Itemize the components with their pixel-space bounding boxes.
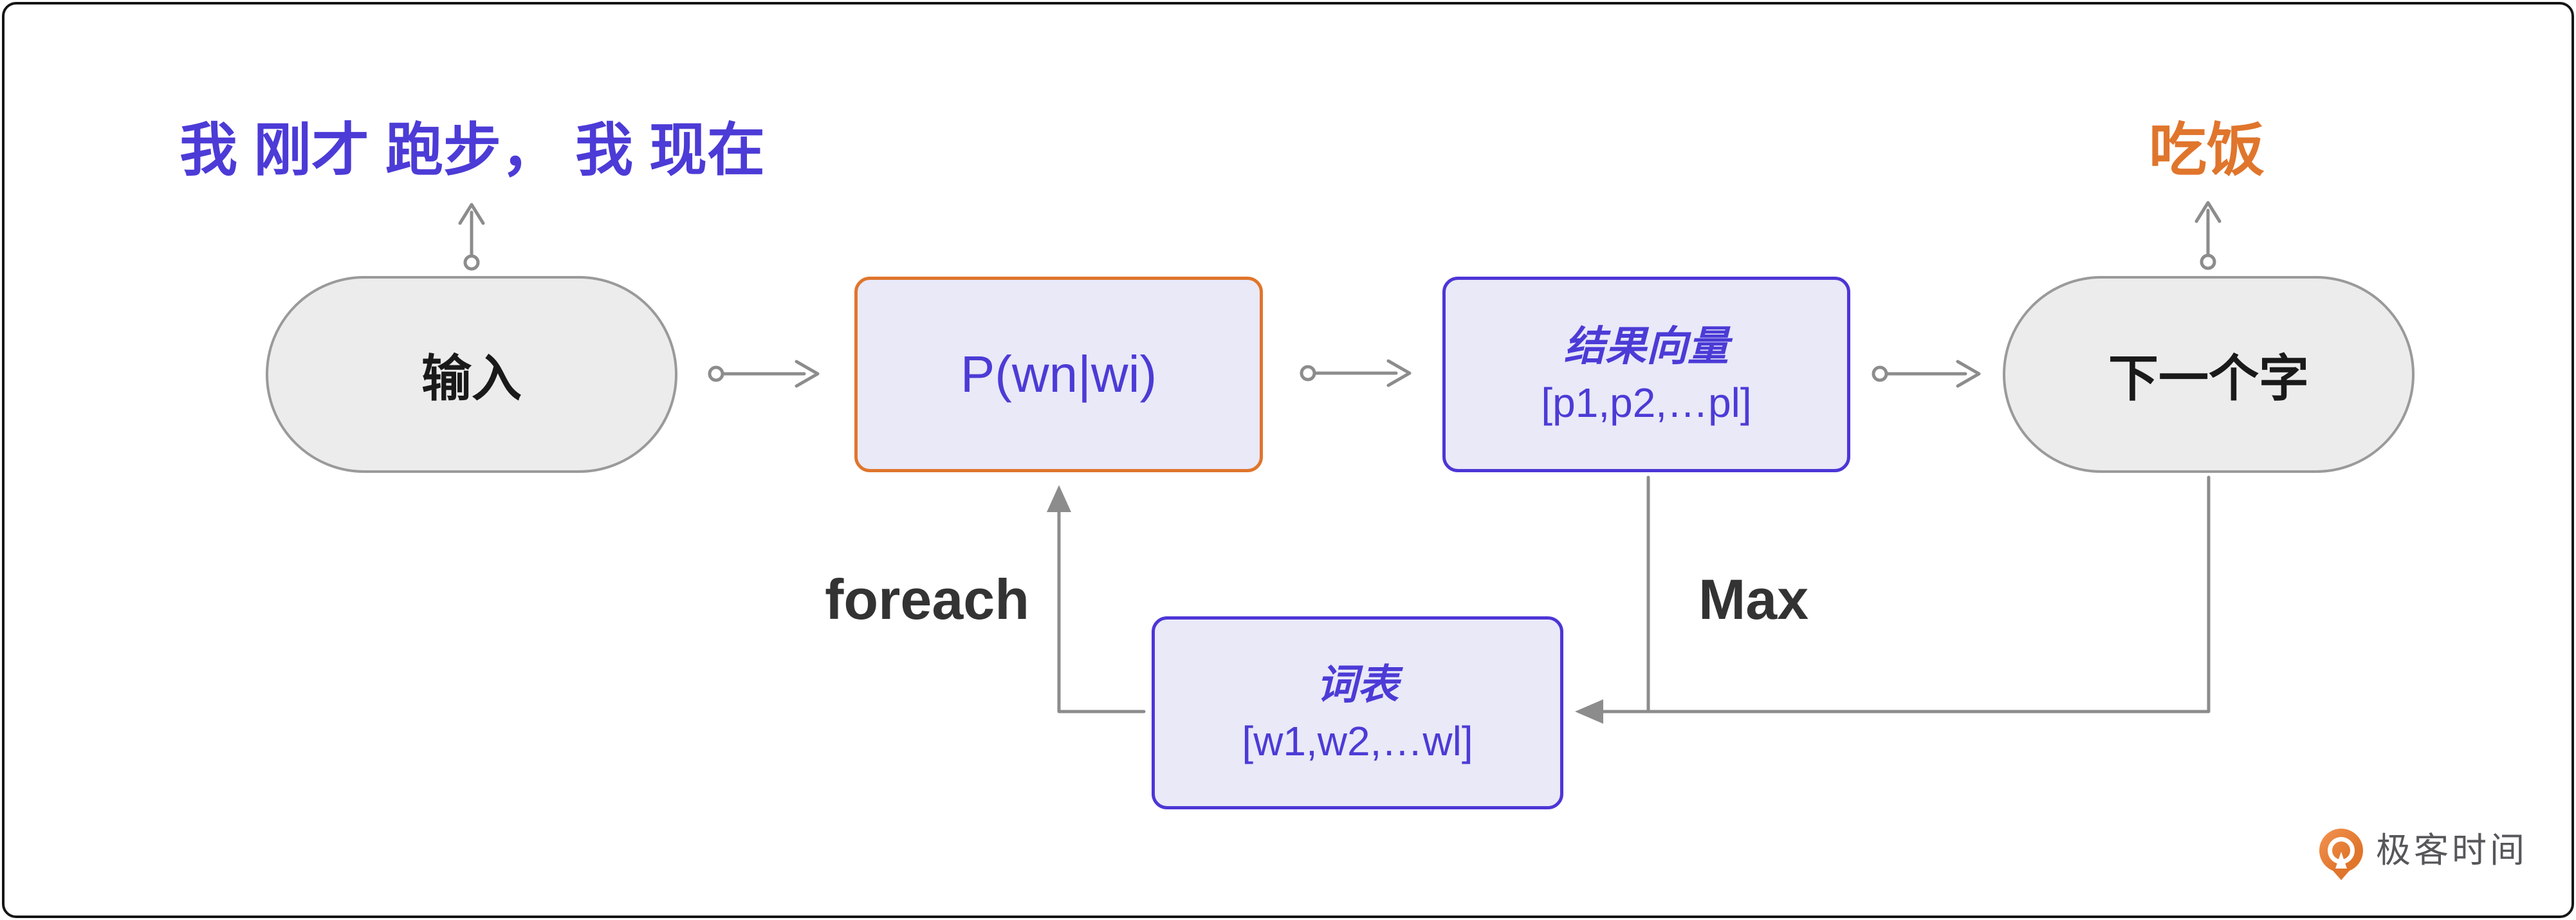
geektime-logo-text: 极客时间 (2376, 831, 2528, 870)
geektime-logo-icon (2319, 829, 2363, 880)
node-vocab-title: 词表 (1316, 661, 1399, 708)
node-result-vector: 结果向量 [p1,p2,…pl] (1442, 277, 1850, 472)
predicted-word-text: 吃饭 (2149, 118, 2265, 183)
arrowhead-model-to-result (1386, 359, 1412, 387)
node-result-value: [p1,p2,…pl] (1541, 380, 1752, 426)
line-next-down-to-vocab (1583, 475, 2211, 713)
arrowhead-into-model (1047, 485, 1071, 512)
connector-dot-model-right (1300, 365, 1316, 382)
arrowhead-input-to-sentence (458, 203, 485, 225)
node-model-label: P(wn|wi) (960, 345, 1157, 403)
arrowhead-into-vocab (1575, 699, 1603, 724)
edge-label-max: Max (1698, 567, 1809, 631)
input-sentence-text: 我 刚才 跑步， 我 现在 (179, 118, 766, 183)
logo-needle-shape (2335, 852, 2347, 869)
node-next-word: 下一个字 (2003, 276, 2415, 473)
node-next-word-label: 下一个字 (2108, 350, 2309, 407)
arrowhead-result-to-next (1956, 360, 1981, 388)
edge-label-foreach: foreach (825, 567, 1029, 631)
logo-pin-tail (2332, 870, 2350, 880)
connector-dot-input-right (708, 365, 724, 382)
node-result-title: 结果向量 (1564, 323, 1729, 369)
connector-dot-result-right (1872, 365, 1888, 382)
connector-dot-input-top (463, 254, 480, 271)
node-model: P(wn|wi) (854, 277, 1263, 472)
connector-dot-next-top (2200, 253, 2216, 270)
arrowhead-next-to-prediction (2194, 201, 2222, 223)
node-input: 输入 (266, 276, 677, 473)
node-vocab-value: [w1,w2,…wl] (1242, 718, 1473, 764)
node-vocab: 词表 [w1,w2,…wl] (1152, 616, 1563, 809)
geektime-logo: 极客时间 (2319, 829, 2528, 880)
arrowhead-input-to-model (795, 360, 820, 388)
node-input-label: 输入 (421, 350, 522, 407)
line-vocab-to-model (1057, 495, 1146, 713)
